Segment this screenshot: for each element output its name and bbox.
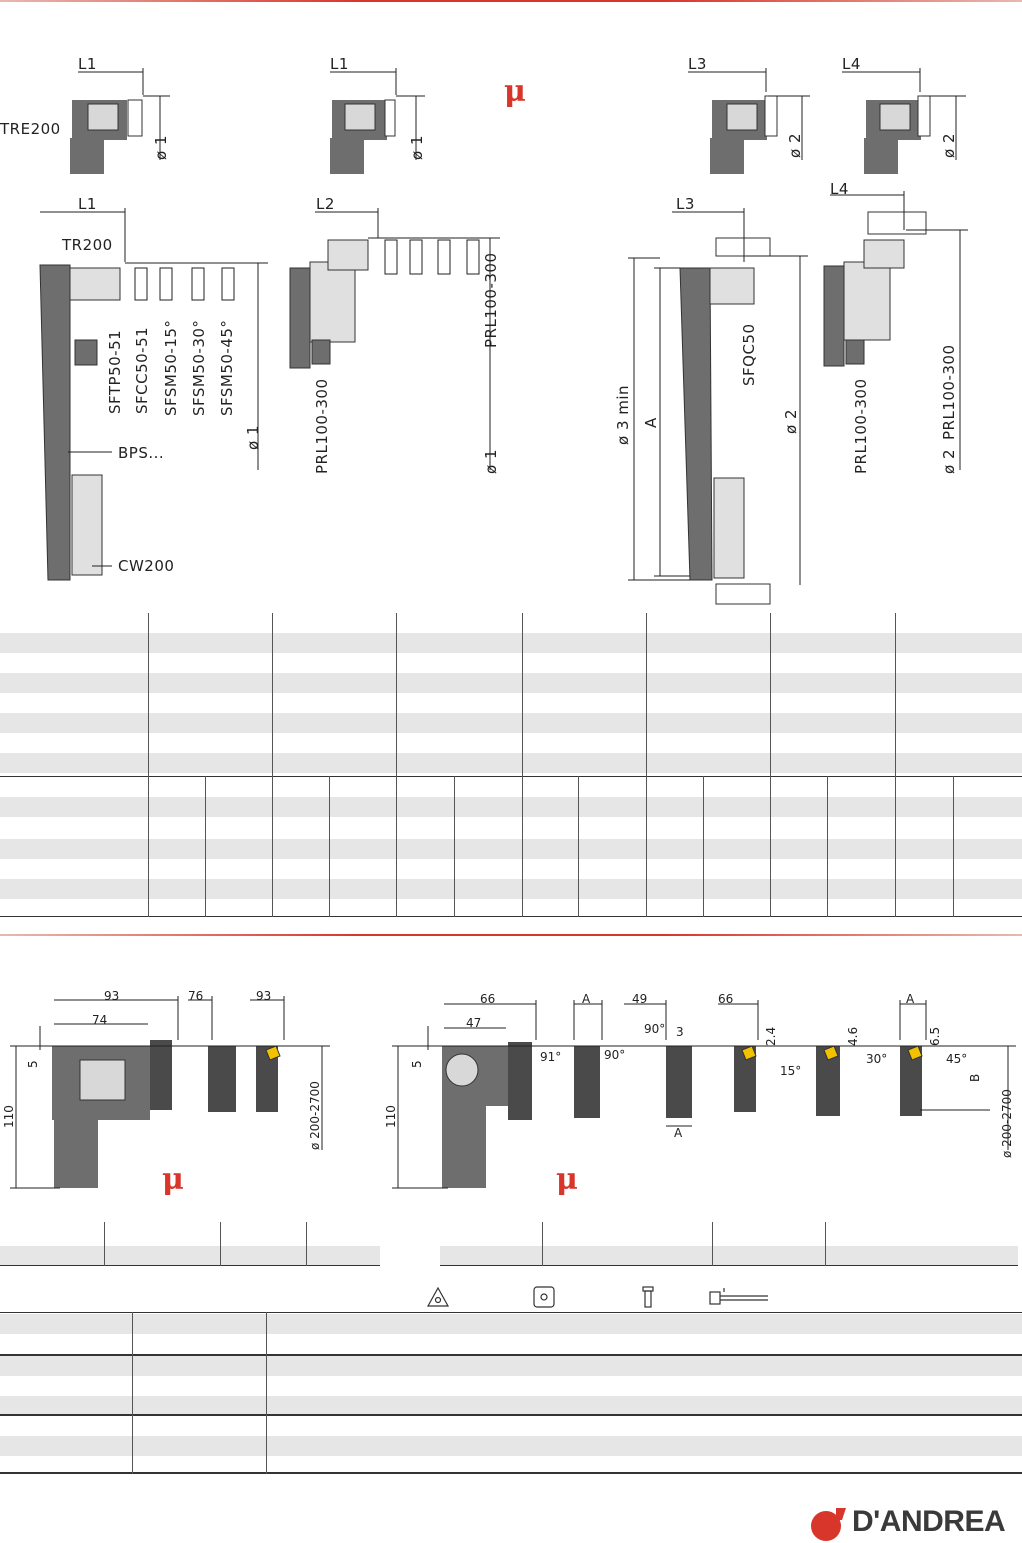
small-head-4 [842,68,966,174]
label-l1: L1 [78,55,97,73]
table-row [0,633,1022,653]
micro-symbol-top: μ [504,74,526,109]
label-cw200: CW200 [118,557,175,575]
table-row [0,1246,380,1266]
angle-30: 30° [866,1052,888,1066]
screw-icon [642,1286,654,1308]
table-row [0,839,1022,859]
label-diameter-2: ø 2 [782,409,800,434]
dim-110: 110 [2,1105,16,1128]
dim-93: 93 [256,989,272,1003]
label-l4: L4 [830,180,849,198]
label-tre200: TRE200 [0,120,61,138]
dim-49: 49 [632,992,648,1006]
dim-diameter: ø 200-2700 [1000,1089,1014,1158]
angle-90: 90° [644,1022,666,1036]
triangle-insert-icon [426,1286,450,1307]
label-diameter-3min: ø 3 min [614,384,632,445]
label-prl-1: PRL100-300 [313,378,331,475]
top-technical-drawings [39,68,968,605]
small-head-2 [330,68,425,174]
dandrea-logo-icon [811,1508,846,1541]
bottom-technical-drawings [10,996,1016,1189]
small-head-3 [688,68,810,174]
table-row [0,1436,1022,1456]
dim-74: 74 [92,1013,108,1027]
label-diameter-2: ø 2 [940,449,958,474]
dim-5: 5 [26,1060,40,1068]
label-diameter-2: ø 2 [940,133,958,158]
table-row [440,1246,1018,1266]
dim-a: A [674,1126,683,1140]
label-sfsm15: SFSM50-15° [162,319,180,416]
square-insert-icon [533,1286,555,1308]
label-tr200: TR200 [62,236,113,254]
section-rule [0,934,1022,936]
dim-diameter: ø 200-2700 [308,1081,322,1150]
angle-91: 91° [540,1050,562,1064]
dim-6-5: 6.5 [928,1026,942,1046]
label-l1: L1 [78,195,97,213]
table-row [0,713,1022,733]
label-prl-4: PRL100-300 [940,344,958,441]
header-rule [0,0,1022,2]
label-diameter-1: ø 1 [408,135,426,160]
label-sfqc: SFQC50 [740,323,758,386]
angle-15: 15° [780,1064,802,1078]
prl-assembly-middle [289,208,500,470]
label-bps: BPS... [118,444,165,462]
label-diameter-1: ø 1 [482,449,500,474]
label-diameter-1: ø 1 [244,425,262,450]
dim-66: 66 [718,992,734,1006]
label-a: A [642,417,660,428]
label-sfcc: SFCC50-51 [133,326,151,414]
table-row [0,753,1022,773]
label-l1: L1 [330,55,349,73]
dim-5: 5 [410,1060,424,1068]
label-prl-2: PRL100-300 [482,252,500,349]
bps-assembly-left [39,208,268,581]
label-sftp: SFTP50-51 [106,329,124,414]
dim-93: 93 [104,989,120,1003]
dim-76: 76 [188,989,204,1003]
table-row [0,673,1022,693]
label-l2: L2 [316,195,335,213]
top-spec-table [0,613,1022,917]
dim-4-6: 4.6 [846,1026,860,1046]
dim-110: 110 [384,1105,398,1128]
dim-b: B [968,1073,982,1082]
accessory-icons [426,1286,768,1308]
dim-2-4: 2.4 [764,1026,778,1046]
table-row [0,797,1022,817]
label-prl-3: PRL100-300 [852,378,870,475]
tre200-small-head [70,68,170,174]
dim-66: 66 [480,992,496,1006]
label-diameter-2: ø 2 [786,133,804,158]
prl-assembly-right [823,191,968,470]
angle-45: 45° [946,1052,968,1066]
angle-90: 90° [604,1048,626,1062]
table-row [0,1314,1022,1334]
micro-symbol-bottom-left: μ [162,1162,184,1197]
label-l3: L3 [676,195,695,213]
bottom-right-table [440,1222,1018,1266]
brand-name: D'ANDREA [852,1505,1006,1538]
dim-3: 3 [676,1025,684,1039]
label-l4: L4 [842,55,861,73]
table-row [0,879,1022,899]
table-row [0,1396,1022,1416]
accessory-table [0,1312,1022,1474]
dim-47: 47 [466,1016,482,1030]
bottom-left-table [0,1222,380,1266]
sfqc-assembly [628,208,808,605]
dim-a: A [906,992,915,1006]
table-row [0,1356,1022,1376]
label-sfsm30: SFSM50-30° [190,319,208,416]
wrench-icon [709,1288,768,1305]
label-l3: L3 [688,55,707,73]
label-sfsm45: SFSM50-45° [218,319,236,416]
label-diameter-1: ø 1 [152,135,170,160]
micro-symbol-bottom-right: μ [556,1162,578,1197]
dim-a: A [582,992,591,1006]
